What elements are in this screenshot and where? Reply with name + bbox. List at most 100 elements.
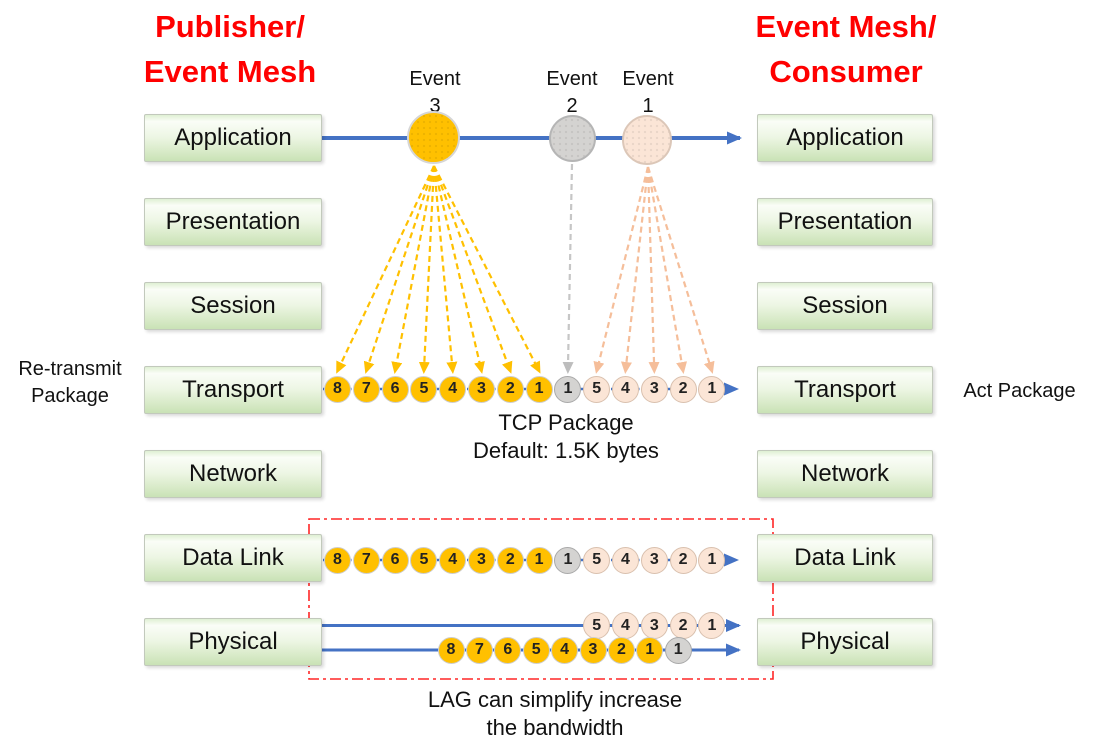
packet-transport-orange-8: 8 [324,375,351,403]
fan-arrow-orange-5 [418,165,436,374]
retransmit-note-line2: Package [31,385,109,407]
packet-datalink-orange-6: 6 [381,546,409,574]
packet-datalink-peach-1: 1 [698,546,726,574]
packet-datalink-orange-3: 3 [468,546,495,574]
event-1-label: Event 1 [608,66,688,120]
fan-arrow-peach-1 [646,166,715,374]
packet-datalink-orange-5: 5 [410,546,438,574]
fan-arrow-orange-6 [391,165,436,374]
event-3-label-text: Event [409,68,461,90]
packet-physical-bottom-orange-6: 6 [494,636,522,664]
retransmit-note-line1: Re-transmit [18,358,122,380]
left-title-line1: Publisher/ [155,9,305,44]
packet-transport-orange-4: 4 [439,375,467,403]
event-2-label-number: 2 [566,95,578,117]
packet-transport-peach-1: 1 [698,375,726,403]
packet-physical-bottom-orange-3: 3 [579,636,607,664]
event-3-label-number: 3 [429,95,441,117]
fan-arrow-orange-8 [336,165,435,374]
packet-physical-bottom-orange-1: 1 [636,636,664,664]
packet-transport-orange-2: 2 [496,375,524,403]
layer-box-left-presentation: Presentation [144,198,322,246]
fan-arrow-peach-5 [593,166,650,374]
fan-arrow-gray-1 [562,163,574,374]
layer-box-left-physical: Physical [144,618,322,666]
packet-datalink-peach-5: 5 [583,546,611,574]
packet-datalink-orange-4: 4 [439,546,467,574]
lag-note: LAG can simplify increase the bandwidth [385,686,725,742]
packet-transport-peach-2: 2 [669,375,697,403]
right-title-line1: Event Mesh/ [755,9,937,44]
layer-box-left-application: Application [144,114,322,162]
packet-transport-gray-1: 1 [554,375,582,403]
event-fanout-arrows [336,163,715,374]
layer-box-right-application: Application [757,114,933,162]
packet-transport-orange-5: 5 [410,375,438,403]
packet-physical-top-peach-4: 4 [612,612,639,639]
fan-arrow-peach-4 [621,166,650,374]
event-1-label-number: 1 [642,95,654,117]
packet-physical-top-peach-2: 2 [669,612,697,639]
fan-arrow-peach-3 [646,166,660,374]
fan-arrow-orange-7 [363,165,436,374]
event-1-circle [622,115,672,165]
layer-box-right-session: Session [757,282,933,330]
layer-box-left-network: Network [144,450,322,498]
fan-arrow-orange-2 [432,165,513,374]
packet-datalink-peach-3: 3 [640,546,668,574]
event-2-label-text: Event [546,68,598,90]
packet-physical-bottom-orange-7: 7 [465,636,493,664]
layer-box-left-data-link: Data Link [144,534,322,582]
tcp-note-line1: TCP Package [498,410,634,435]
packet-datalink-orange-2: 2 [496,546,524,574]
packet-transport-peach-4: 4 [612,375,639,403]
packet-datalink-gray-1: 1 [554,546,582,574]
layer-box-right-physical: Physical [757,618,933,666]
packet-physical-bottom-orange-8: 8 [437,636,465,664]
packet-datalink-peach-2: 2 [669,546,697,574]
layer-box-left-session: Session [144,282,322,330]
event-3-circle [407,111,460,164]
event-2-label: Event 2 [532,66,612,120]
fan-arrow-orange-4 [432,165,458,374]
packet-transport-peach-3: 3 [640,375,668,403]
packet-transport-orange-6: 6 [381,375,409,403]
act-package-note: Act Package [940,378,1099,405]
act-note-text: Act Package [963,380,1076,402]
layer-box-left-transport: Transport [144,366,322,414]
packet-physical-top-peach-5: 5 [583,612,611,639]
right-title-line2: Consumer [769,54,923,89]
layer-box-right-presentation: Presentation [757,198,933,246]
packet-transport-orange-1: 1 [525,375,553,403]
event-1-label-text: Event [622,68,674,90]
right-title: Event Mesh/ Consumer [716,4,976,94]
packet-datalink-orange-1: 1 [525,546,553,574]
left-title: Publisher/ Event Mesh [100,4,360,94]
packet-transport-orange-3: 3 [468,375,495,403]
packet-transport-peach-5: 5 [583,375,611,403]
fan-arrow-orange-3 [432,165,485,374]
packet-datalink-orange-7: 7 [352,546,380,574]
packet-physical-bottom-orange-5: 5 [522,636,550,664]
packet-datalink-peach-4: 4 [612,546,639,574]
lag-note-line1: LAG can simplify increase [427,687,683,712]
layer-box-right-network: Network [757,450,933,498]
layer-box-right-transport: Transport [757,366,933,414]
lag-note-line2: the bandwidth [486,715,624,740]
tcp-note-line2: Default: 1.5K bytes [473,438,659,463]
fan-arrow-orange-1 [433,165,541,374]
packet-physical-top-peach-3: 3 [640,612,668,639]
tcp-package-note: TCP Package Default: 1.5K bytes [420,409,712,465]
packet-physical-bottom-orange-2: 2 [607,636,635,664]
left-title-line2: Event Mesh [143,54,317,89]
event-3-label: Event 3 [395,66,475,120]
event-2-circle [549,115,596,162]
layer-box-right-data-link: Data Link [757,534,933,582]
packet-physical-top-peach-1: 1 [698,612,726,639]
packet-physical-bottom-gray-1: 1 [664,636,692,664]
packet-datalink-orange-8: 8 [324,546,351,574]
retransmit-package-note: Re-transmit Package [0,356,140,410]
fan-arrow-peach-2 [646,166,687,374]
packet-physical-bottom-orange-4: 4 [551,636,579,664]
